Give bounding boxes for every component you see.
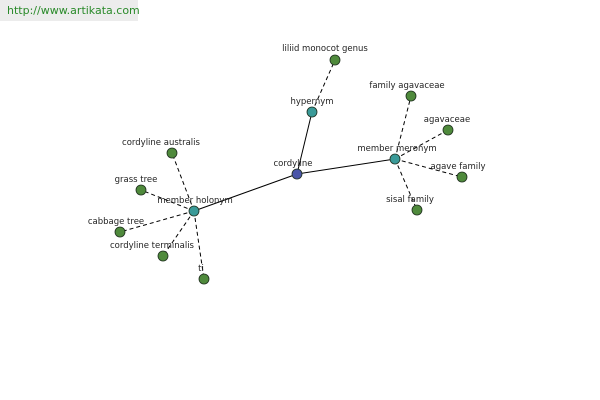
url-banner: http://www.artikata.com	[0, 0, 140, 21]
node-root-cordyline[interactable]	[291, 168, 303, 180]
edge-root-member-holonym	[193, 173, 298, 212]
graph-nodes	[114, 54, 468, 285]
node-agavaceae[interactable]	[442, 124, 454, 136]
edge-holonym-grass-tree	[140, 189, 195, 212]
graph-labels: cordyline hypernym member meronym member…	[88, 44, 486, 274]
node-liliid-monocot-genus[interactable]	[329, 54, 341, 66]
edge-holonym-cabbage-tree	[119, 210, 195, 233]
edge-meronym-agave-family	[394, 158, 463, 178]
node-ti[interactable]	[198, 273, 210, 285]
site-url-link[interactable]: http://www.artikata.com	[7, 4, 140, 17]
edge-meronym-family-agavaceae	[394, 95, 412, 160]
node-sisal-family[interactable]	[411, 204, 423, 216]
label-hypernym: hypernym	[290, 97, 333, 107]
label-liliid-monocot-genus: liliid monocot genus	[282, 44, 368, 54]
edge-meronym-agavaceae	[394, 129, 449, 160]
edge-root-member-meronym	[296, 158, 396, 175]
label-member-meronym: member meronym	[357, 144, 436, 154]
edge-holonym-cordyline-australis	[171, 152, 195, 212]
label-cordyline-terminalis: cordyline terminalis	[110, 241, 195, 251]
label-ti: ti	[198, 264, 204, 274]
edge-root-hypernym	[296, 111, 313, 175]
label-root-cordyline: cordyline	[274, 159, 313, 169]
edge-holonym-ti	[193, 210, 205, 280]
node-agave-family[interactable]	[456, 171, 468, 183]
label-member-holonym: member holonym	[157, 196, 232, 206]
graph-edges	[119, 59, 463, 280]
node-grass-tree[interactable]	[135, 184, 147, 196]
edge-meronym-sisal-family	[394, 158, 418, 211]
node-relation-hypernym[interactable]	[306, 106, 318, 118]
label-sisal-family: sisal family	[386, 195, 434, 205]
edge-holonym-cordyline-terminalis	[162, 210, 195, 257]
node-cabbage-tree[interactable]	[114, 226, 126, 238]
label-family-agavaceae: family agavaceae	[369, 81, 444, 91]
node-cordyline-australis[interactable]	[166, 147, 178, 159]
label-cabbage-tree: cabbage tree	[88, 217, 144, 227]
node-family-agavaceae[interactable]	[405, 90, 417, 102]
node-cordyline-terminalis[interactable]	[157, 250, 169, 262]
label-agavaceae: agavaceae	[424, 115, 470, 125]
node-relation-member-holonym[interactable]	[188, 205, 200, 217]
label-grass-tree: grass tree	[115, 175, 158, 185]
label-agave-family: agave family	[430, 162, 485, 172]
edge-hypernym-liliid-monocot-genus	[311, 59, 336, 113]
label-cordyline-australis: cordyline australis	[122, 138, 200, 148]
node-relation-member-meronym[interactable]	[389, 153, 401, 165]
